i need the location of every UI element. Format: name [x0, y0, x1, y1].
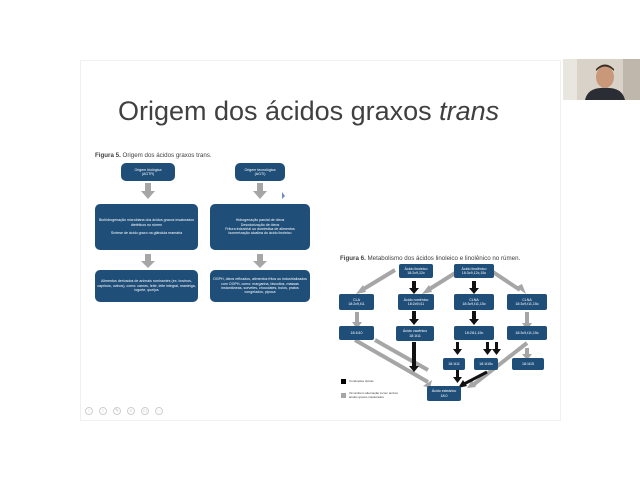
prev-slide-button[interactable]: ‹: [85, 407, 93, 415]
legend-gray-swatch: [341, 393, 346, 398]
fig6-18-1t15c-box: 18:1t15c: [474, 358, 498, 370]
fig6-18-3-box: 18:3c9,t11,15c: [507, 326, 547, 340]
fig6-18-2-box: 18:2t11,15c: [454, 326, 494, 340]
fig6-18-1t11-box: 18:1t11: [443, 358, 465, 370]
next-slide-button[interactable]: ›: [99, 407, 107, 415]
pen-icon[interactable]: ✎: [113, 407, 121, 415]
legend-gray-label: Vê também alternação incom ambos ácidos …: [349, 392, 401, 399]
view-icon[interactable]: ▭: [141, 407, 149, 415]
legend-black-label: Conduções típicas: [349, 380, 374, 384]
fig6-18-1t10-box: 18:1t10: [339, 326, 374, 340]
legend-black-swatch: [341, 379, 346, 384]
zoom-icon[interactable]: ⌕: [127, 407, 135, 415]
fig6-18-1t15-box: 18:1t15: [512, 358, 544, 370]
more-options-icon[interactable]: ⋯: [155, 407, 163, 415]
